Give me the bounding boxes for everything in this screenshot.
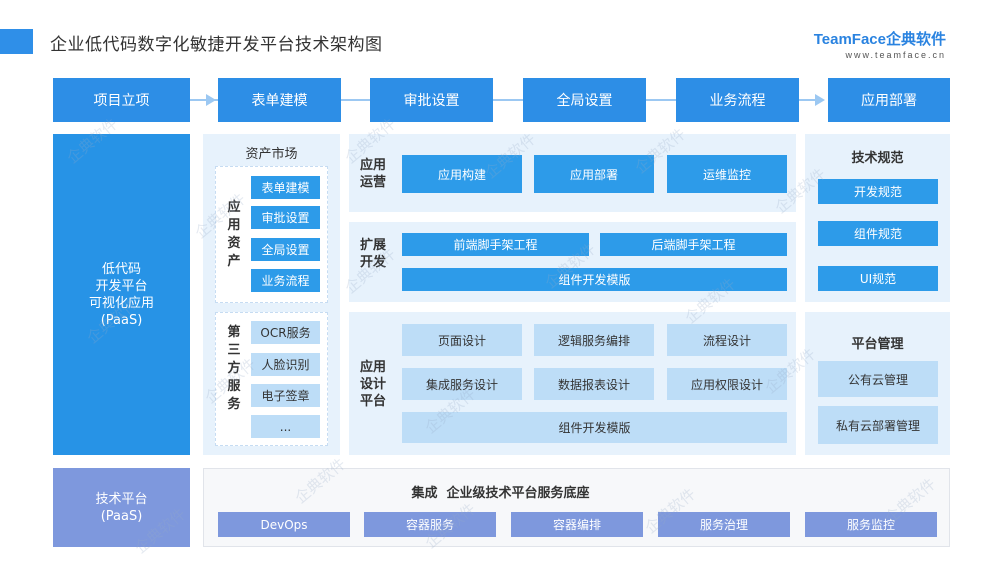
page-title: 企业低代码数字化敏捷开发平台技术架构图 — [50, 35, 383, 55]
flow-step-business-process: 业务流程 — [676, 78, 799, 122]
service-e-signature: 电子签章 — [251, 384, 320, 407]
lowcode-line: 低代码 — [101, 261, 141, 277]
ui-spec-item: UI规范 — [818, 266, 938, 291]
flow-step-approval-settings: 审批设置 — [370, 78, 493, 122]
lowcode-line: 可视化应用 — [88, 295, 154, 311]
devops-item: DevOps — [218, 512, 350, 537]
dev-spec-item: 开发规范 — [818, 179, 938, 204]
flow-arrow-icon — [206, 94, 216, 106]
lowcode-line: 开发平台 — [95, 278, 148, 294]
logo-url-text: www.teamface.cn — [845, 50, 946, 60]
logo-main-text: TeamFace企典软件 — [813, 31, 946, 48]
tech-spec-title: 技术规范 — [851, 151, 904, 166]
process-design-item: 流程设计 — [667, 324, 787, 356]
teamface-logo: TeamFace企典软件 www.teamface.cn — [814, 28, 946, 60]
container-orchestration-item: 容器编排 — [511, 512, 643, 537]
logic-orchestration-item: 逻辑服务编排 — [534, 324, 654, 356]
report-design-item: 数据报表设计 — [534, 368, 654, 400]
component-template-item: 组件开发模版 — [402, 268, 787, 291]
service-monitor-item: 服务监控 — [805, 512, 937, 537]
tech-platform-block: 技术平台 (PaaS) — [53, 468, 190, 547]
app-assets-label: 应 用 资 产 — [227, 200, 241, 269]
private-cloud-item: 私有云部署管理 — [818, 406, 938, 444]
design-component-template-item: 组件开发模版 — [402, 412, 787, 443]
flow-step-global-settings: 全局设置 — [523, 78, 646, 122]
service-ocr: OCR服务 — [251, 321, 320, 344]
asset-form-modeling: 表单建模 — [251, 176, 320, 199]
platform-mgmt-title: 平台管理 — [851, 337, 904, 352]
title-accent-bar — [0, 29, 33, 54]
lowcode-line: (PaaS) — [100, 312, 143, 328]
flow-connector — [645, 99, 676, 101]
app-build-item: 应用构建 — [402, 155, 522, 193]
service-face-recognition: 人脸识别 — [251, 353, 320, 376]
tech-platform-line: (PaaS) — [100, 508, 143, 524]
app-design-label: 应用 设计 平台 — [360, 360, 387, 409]
public-cloud-item: 公有云管理 — [818, 361, 938, 397]
flow-connector — [340, 99, 370, 101]
container-service-item: 容器服务 — [364, 512, 496, 537]
flow-connector — [798, 99, 818, 101]
ext-dev-label: 扩展 开发 — [360, 238, 387, 270]
flow-connector — [190, 99, 218, 101]
page-design-item: 页面设计 — [402, 324, 522, 356]
asset-approval-settings: 审批设置 — [251, 206, 320, 229]
integration-design-item: 集成服务设计 — [402, 368, 522, 400]
flow-connector — [492, 99, 523, 101]
service-more: ... — [251, 415, 320, 438]
ops-monitor-item: 运维监控 — [667, 155, 787, 193]
component-spec-item: 组件规范 — [818, 221, 938, 246]
flow-step-form-modeling: 表单建模 — [218, 78, 341, 122]
flow-arrow-icon — [815, 94, 825, 106]
flow-step-app-deploy: 应用部署 — [828, 78, 950, 122]
third-party-label: 第 三 方 服 务 — [227, 325, 241, 412]
asset-global-settings: 全局设置 — [251, 238, 320, 261]
flow-step-project-init: 项目立项 — [53, 78, 190, 122]
asset-market-title: 资产市场 — [245, 147, 298, 162]
app-deploy-item: 应用部署 — [534, 155, 654, 193]
lowcode-platform-block: 低代码 开发平台 可视化应用 (PaaS) — [53, 134, 190, 455]
backend-scaffold-item: 后端脚手架工程 — [600, 233, 787, 256]
service-governance-item: 服务治理 — [658, 512, 790, 537]
asset-business-process: 业务流程 — [251, 269, 320, 292]
app-ops-label: 应用 运营 — [360, 158, 387, 190]
tech-platform-line: 技术平台 — [95, 491, 148, 507]
frontend-scaffold-item: 前端脚手架工程 — [402, 233, 589, 256]
integration-base-title: 集成 企业级技术平台服务底座 — [411, 486, 590, 501]
permission-design-item: 应用权限设计 — [667, 368, 787, 400]
